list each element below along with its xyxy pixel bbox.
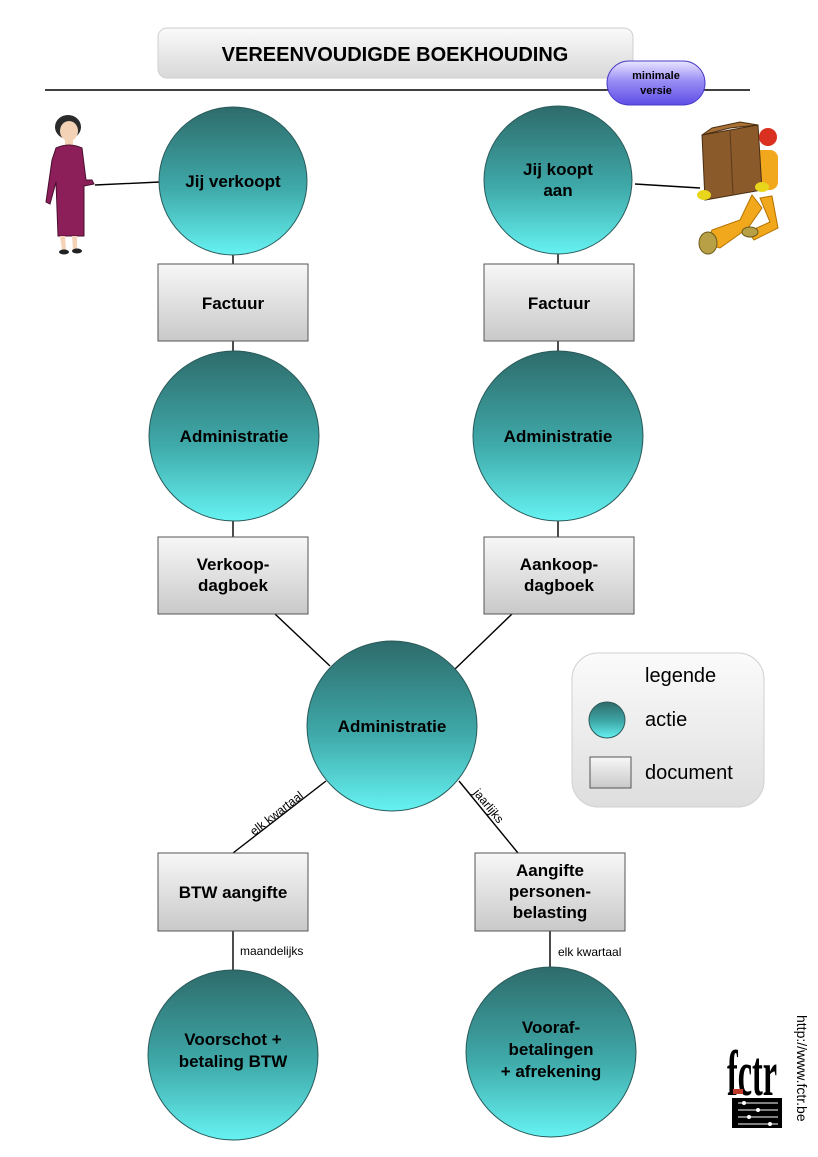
- fctr-logo: fctr: [727, 1038, 782, 1128]
- page-title: VEREENVOUDIGDE BOEKHOUDING: [222, 44, 569, 66]
- node-jij-koopt-aan: Jij koopt aan: [483, 105, 633, 255]
- doc-label: dagboek: [198, 576, 268, 595]
- connector-woman: [94, 181, 161, 186]
- woman-seller-illustration: [45, 115, 95, 255]
- doc-label: Aangifte: [516, 861, 584, 880]
- node-label: aan: [543, 181, 572, 200]
- node-label: betalingen: [508, 1040, 593, 1059]
- title-box: VEREENVOUDIGDE BOEKHOUDING: [157, 27, 634, 79]
- node-administratie-left: Administratie: [148, 350, 320, 522]
- doc-label: personen-: [509, 882, 591, 901]
- node-label: Administratie: [180, 427, 289, 446]
- doc-btw-aangifte: BTW aangifte: [157, 852, 309, 932]
- doc-label: Verkoop-: [197, 555, 270, 574]
- node-label: Administratie: [338, 717, 447, 736]
- edge-label-maandelijks: maandelijks: [240, 944, 303, 958]
- doc-aankoop-dagboek: Aankoop- dagboek: [483, 536, 635, 615]
- doc-label: belasting: [513, 903, 588, 922]
- legend-document-swatch: [589, 756, 632, 789]
- node-administratie-right: Administratie: [472, 350, 644, 522]
- connector-center-btw: [232, 780, 327, 854]
- node-label: Vooraf-: [522, 1018, 580, 1037]
- edge-label-elk-kwartaal: elk kwartaal: [558, 945, 621, 959]
- node-voorschot-btw: Voorschot + betaling BTW: [147, 969, 319, 1141]
- legend-action-swatch: [588, 701, 626, 739]
- node-label: Jij verkoopt: [185, 172, 281, 191]
- version-badge: minimale versie: [606, 60, 706, 106]
- doc-factuur-right: Factuur: [483, 263, 635, 342]
- mover-buyer-illustration: [697, 121, 779, 255]
- doc-verkoop-dagboek: Verkoop- dagboek: [157, 536, 309, 615]
- doc-factuur-left: Factuur: [157, 263, 309, 342]
- connector-aankoop-center: [453, 613, 513, 671]
- node-label: + afrekening: [501, 1062, 602, 1081]
- legend-title: legende: [645, 665, 716, 687]
- node-label: Jij koopt: [523, 160, 593, 179]
- edge-label-elk-kwartaal-diag: elk kwartaal: [247, 788, 306, 838]
- badge-line-1: minimale: [632, 70, 680, 82]
- connector-center-aangifte: [458, 780, 519, 854]
- node-vooraf-betalingen: Vooraf- betalingen + afrekening: [465, 966, 637, 1138]
- connector-mover: [634, 183, 701, 189]
- doc-label: dagboek: [524, 576, 594, 595]
- connectors: [94, 181, 701, 970]
- node-label: Administratie: [504, 427, 613, 446]
- edge-label-jaarlijks: jaarlijks: [470, 785, 507, 826]
- legend: legende actie document: [571, 652, 765, 808]
- node-label: betaling BTW: [179, 1052, 289, 1071]
- legend-document-label: document: [645, 762, 733, 784]
- node-jij-verkoopt: Jij verkoopt: [158, 106, 308, 256]
- doc-label: Factuur: [528, 294, 591, 313]
- node-label: Voorschot +: [184, 1030, 282, 1049]
- doc-label: Factuur: [202, 294, 265, 313]
- doc-aangifte-personenbelasting: Aangifte personen- belasting: [474, 852, 626, 932]
- connector-verkoop-center: [274, 613, 331, 667]
- node-administratie-center: Administratie: [306, 640, 478, 812]
- doc-label: BTW aangifte: [179, 883, 288, 902]
- doc-label: Aankoop-: [520, 555, 598, 574]
- website-url: http://www.fctr.be: [794, 1015, 810, 1122]
- badge-line-2: versie: [640, 85, 672, 97]
- legend-action-label: actie: [645, 709, 687, 731]
